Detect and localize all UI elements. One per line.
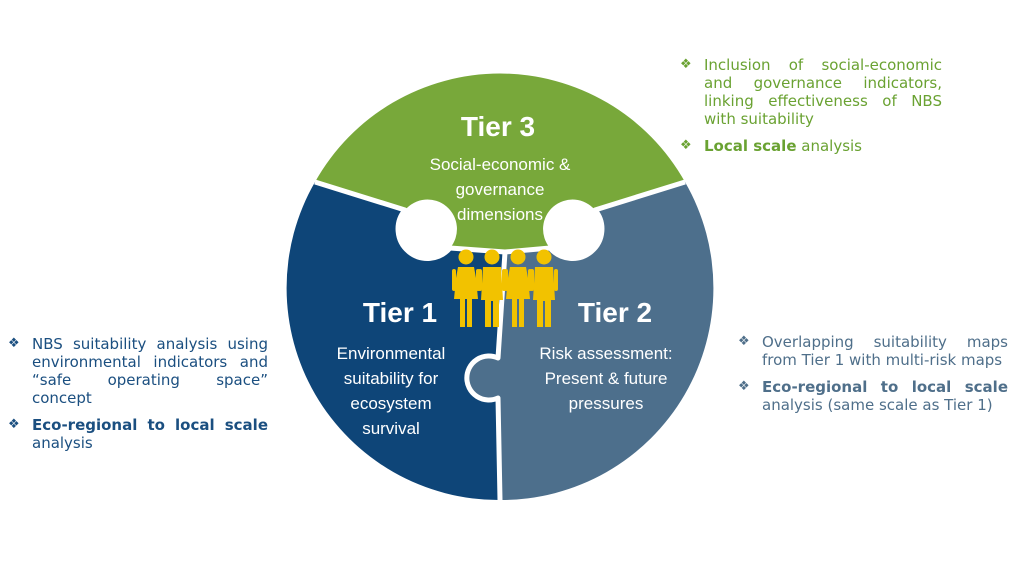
tier3-title: Tier 3 (461, 111, 535, 142)
person-figure (478, 249, 506, 327)
tier1-notes: ❖ NBS suitability analysis using environm… (8, 335, 268, 461)
tier1-desc-line-1: Environmental (337, 344, 446, 363)
note-item: ❖ Overlapping suitability maps from Tier … (738, 333, 1008, 369)
diamond-bullet-icon: ❖ (8, 417, 20, 432)
note-text: Overlapping suitability maps from Tier 1… (762, 333, 1008, 369)
tier1-puzzle-piece (286, 182, 505, 501)
note-item: ❖ Local scale analysis (680, 137, 942, 155)
note-item: ❖ Inclusion of social-economic and govern… (680, 56, 942, 128)
note-item: ❖ Eco-regional to local scale analysis (8, 416, 268, 452)
tier3-desc-line-2: governance (456, 180, 545, 199)
note-text: Local scale (704, 137, 797, 155)
tier1-desc-line-4: survival (362, 419, 420, 438)
tier2-notes: ❖ Overlapping suitability maps from Tier … (738, 333, 1008, 423)
puzzle-seams (314, 179, 686, 501)
diamond-bullet-icon: ❖ (680, 138, 692, 153)
diamond-bullet-icon: ❖ (738, 379, 750, 394)
note-item: ❖ NBS suitability analysis using environm… (8, 335, 268, 407)
note-item: ❖ Eco-regional to local scale analysis (s… (738, 378, 1008, 414)
note-text: Eco-regional to local scale (32, 416, 268, 434)
diamond-bullet-icon: ❖ (738, 334, 750, 349)
tier1-desc-line-3: ecosystem (350, 394, 431, 413)
tier3-puzzle-piece (315, 73, 685, 252)
tier1-title: Tier 1 (363, 297, 437, 328)
tier1-desc-line-2: suitability for (344, 369, 439, 388)
people-group-icon (452, 249, 558, 327)
note-text: Eco-regional to local scale (762, 378, 1008, 396)
tier3-desc-line-1: Social-economic & (430, 155, 571, 174)
tier3-notes: ❖ Inclusion of social-economic and govern… (680, 56, 942, 164)
note-text: analysis (same scale as Tier 1) (762, 396, 993, 414)
note-text: analysis (32, 434, 93, 452)
person-figure (504, 249, 532, 327)
tier2-title: Tier 2 (578, 297, 652, 328)
note-text: Inclusion of social-economic and governa… (704, 56, 942, 128)
tier2-desc-line-3: pressures (569, 394, 644, 413)
tier2-desc-line-2: Present & future (545, 369, 668, 388)
note-text: NBS suitability analysis using environme… (32, 335, 268, 407)
tier3-desc-line-3: dimensions (457, 205, 543, 224)
person-figure (530, 249, 558, 327)
tier2-puzzle-piece (466, 182, 714, 501)
note-text: analysis (796, 137, 863, 155)
diamond-bullet-icon: ❖ (680, 57, 692, 72)
tier2-desc-line-1: Risk assessment: (539, 344, 672, 363)
diamond-bullet-icon: ❖ (8, 336, 20, 351)
